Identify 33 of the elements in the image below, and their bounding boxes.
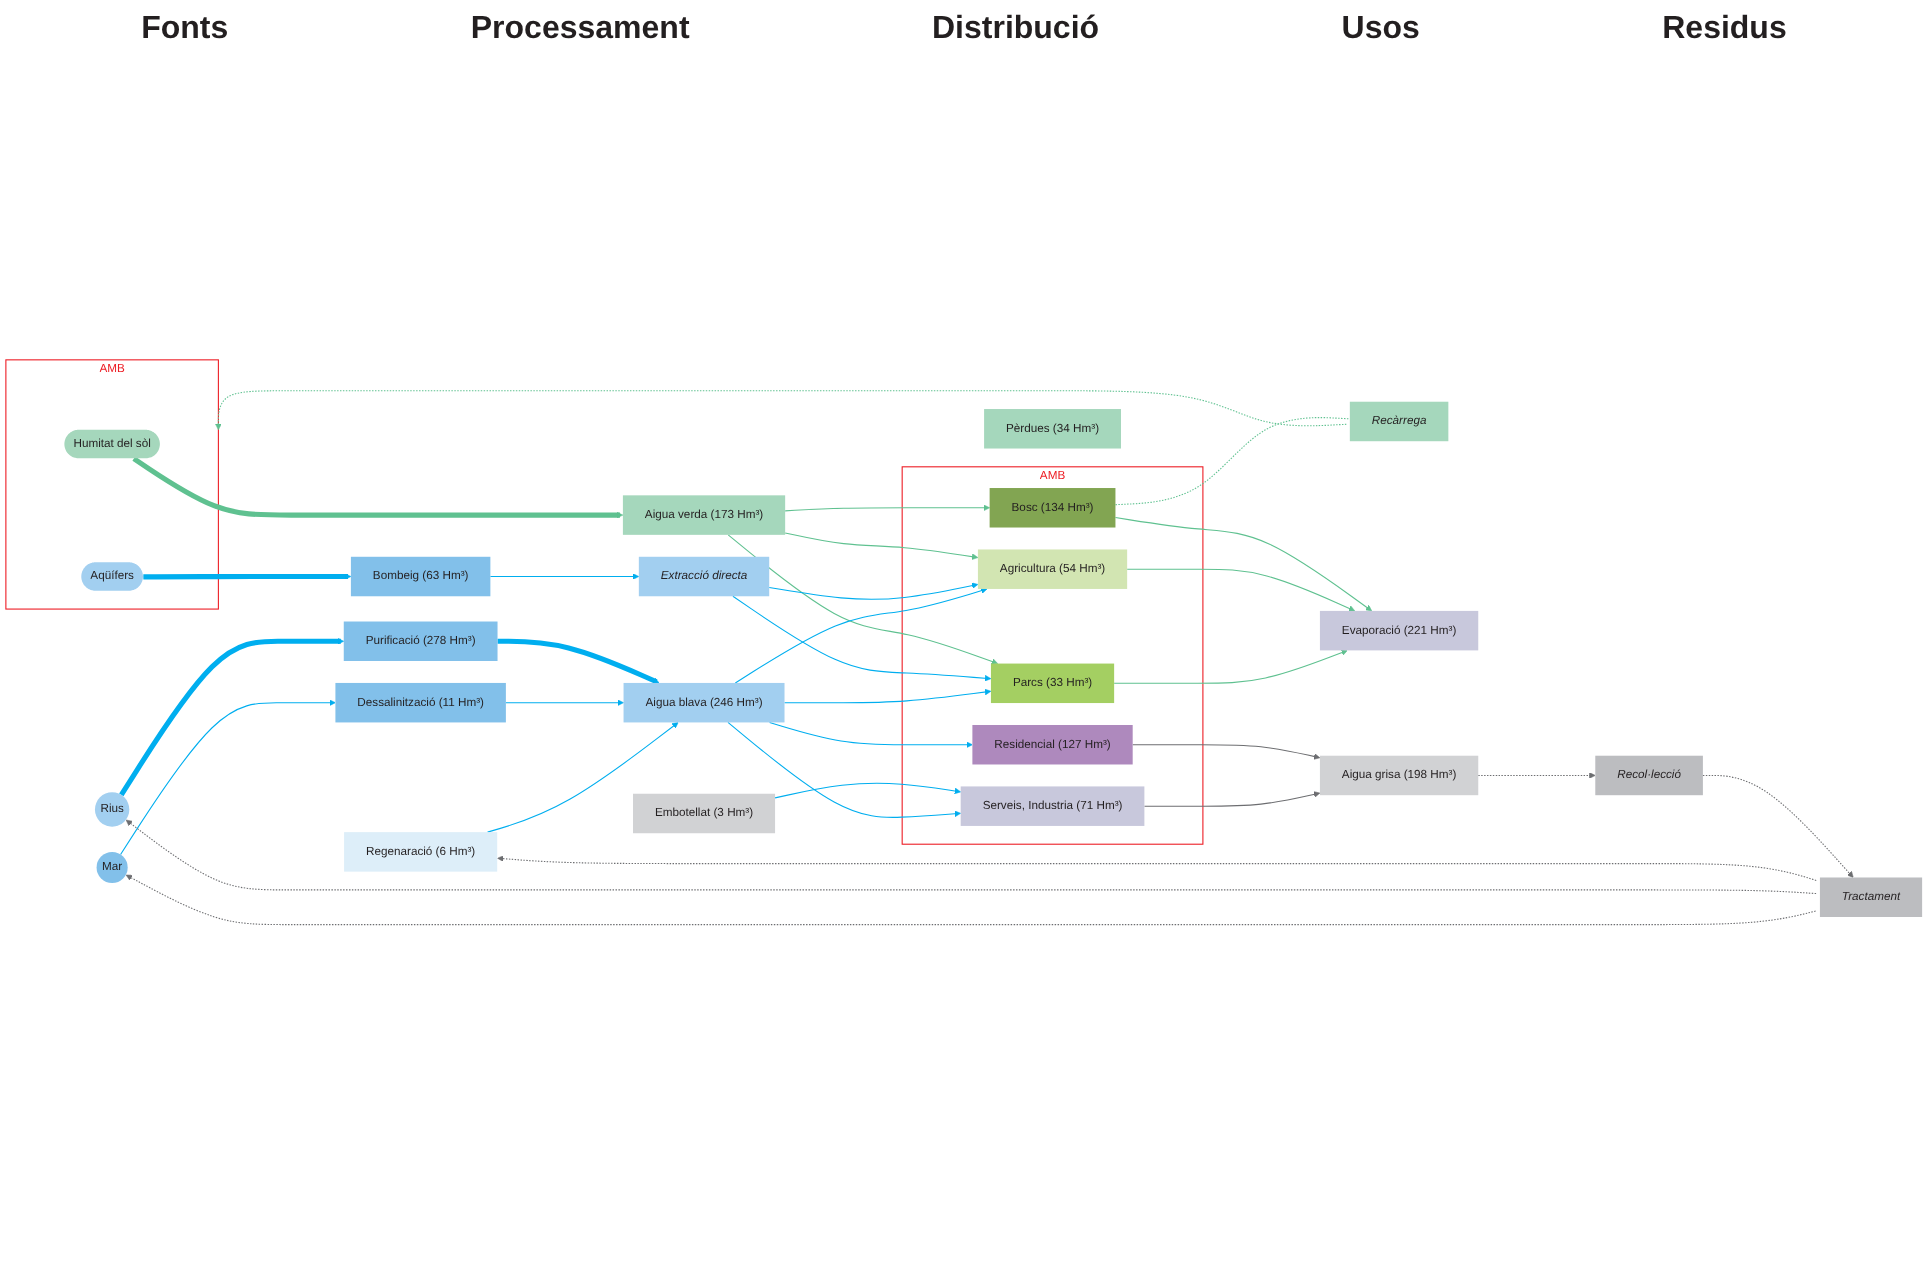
column-heading: Fonts [141,12,229,48]
arrow [774,783,961,800]
arrow [120,700,336,856]
arrow [1477,773,1596,780]
arrow [1143,792,1321,808]
arrow [1126,569,1356,613]
arrow [768,583,979,601]
arrow [783,689,992,704]
arrow [119,638,345,798]
connector [1114,417,1351,507]
arrow [784,533,979,561]
arrow [497,639,660,685]
arrow [215,390,1348,431]
column-heading: Residus [1662,12,1787,48]
arrow [784,505,990,513]
arrow [143,574,352,581]
column-heading: Usos [1341,12,1420,48]
arrow [132,457,624,520]
arrow [727,535,998,666]
arrow [489,574,640,581]
arrow [487,722,679,834]
arrow [125,875,1818,926]
arrow [769,722,973,749]
column-heading: Distribució [931,12,1100,48]
arrow [1114,517,1373,612]
arrow [497,856,1818,883]
column-heading: Processament [470,12,690,48]
arrow [1113,650,1348,685]
arrow [125,820,1818,895]
arrow [1702,775,1854,879]
arrow [505,700,624,707]
arrow [727,722,961,819]
arrow [1132,744,1321,761]
